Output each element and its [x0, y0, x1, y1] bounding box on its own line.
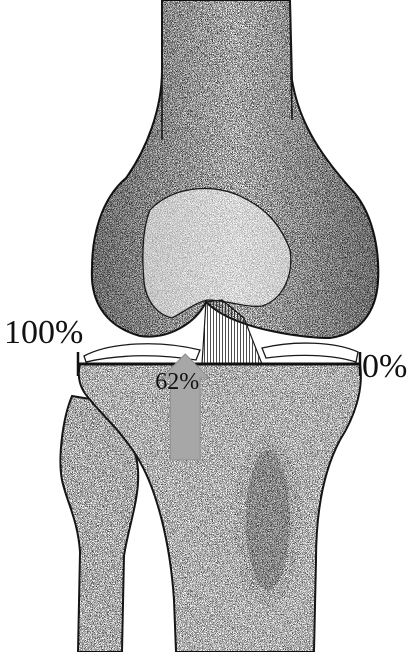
label-100-percent: 100%	[4, 314, 83, 351]
label-0-percent: 0%	[362, 348, 407, 385]
femur	[92, 0, 378, 338]
medial-meniscus	[262, 343, 358, 362]
label-62-percent: 62%	[155, 369, 199, 395]
